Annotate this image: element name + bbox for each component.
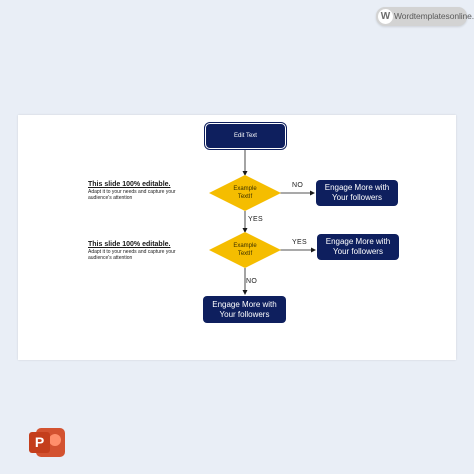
decision2-line1: Example [233, 243, 257, 249]
outcome1-box[interactable]: Engage More with Your followers [316, 180, 398, 206]
label-no-2: NO [246, 278, 258, 285]
outcome1-line2: Your followers [332, 193, 382, 202]
decision1-line1: Example [233, 186, 257, 192]
decision1-line2: TextIf [237, 194, 253, 200]
decision2-diamond [209, 232, 281, 268]
side-note-1-body: Adapt it to your needs and capture your … [88, 189, 176, 201]
watermark-logo-icon: W [378, 9, 393, 24]
side-note-1-heading: This slide 100% editable. [88, 181, 171, 188]
side-note-2: This slide 100% editable. Adapt it to yo… [88, 240, 178, 261]
powerpoint-pie-icon [49, 434, 61, 446]
label-yes-2: YES [292, 239, 307, 246]
label-no-1: NO [292, 182, 304, 189]
start-box-label: Edit Text [234, 133, 257, 139]
decision1-text: Example TextIf [220, 185, 270, 201]
outcome3-box[interactable]: Engage More with Your followers [203, 296, 286, 323]
decision2-line2: TextIf [237, 251, 253, 257]
label-yes-1: YES [248, 216, 263, 223]
side-note-2-heading: This slide 100% editable. [88, 241, 171, 248]
watermark-text: Wordtemplatesonline.net [394, 11, 474, 21]
start-box[interactable]: Edit Text [204, 122, 287, 150]
outcome2-line2: Your followers [333, 247, 383, 256]
outcome2-box[interactable]: Engage More with Your followers [317, 234, 399, 260]
side-note-2-body: Adapt it to your needs and capture your … [88, 249, 176, 261]
powerpoint-letter: P [29, 432, 50, 453]
side-note-1: This slide 100% editable. Adapt it to yo… [88, 180, 178, 201]
watermark-badge: W Wordtemplatesonline.net [376, 7, 474, 26]
outcome3-line1: Engage More with [212, 299, 277, 309]
outcome1-line1: Engage More with [324, 183, 390, 192]
decision2-text: Example TextIf [220, 242, 270, 258]
decision1-diamond [209, 175, 281, 211]
outcome3-line2: Your followers [219, 309, 270, 319]
outcome2-line1: Engage More with [325, 237, 391, 246]
powerpoint-icon: P [29, 426, 65, 459]
